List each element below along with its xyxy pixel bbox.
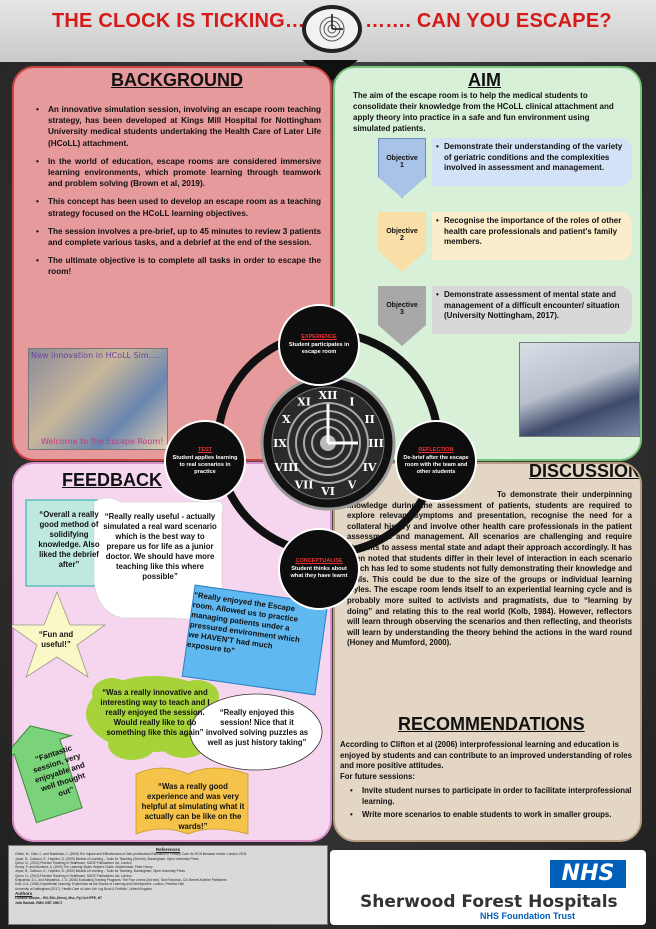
list-item: In the world of education, escape rooms … — [36, 156, 321, 190]
objective-label: Objective — [386, 155, 418, 162]
recommendations-intro-text: According to Clifton et al (2006) interp… — [340, 740, 632, 770]
node-label: TEST — [197, 446, 213, 453]
reference-item: Kirkpatrick, D.L. and Kirkpatrick, J. D.… — [15, 878, 227, 883]
clock-numeral: IV — [363, 461, 377, 474]
list-item: Write more scenarios to enable students … — [350, 810, 636, 821]
objective-label: Objective — [386, 228, 418, 235]
feedback-title: FEEDBACK — [62, 470, 163, 490]
feedback-quote: “Really enjoyed this session! Nice that … — [205, 708, 309, 747]
node-label: REFLECTION — [418, 446, 454, 453]
objective-text: Recognise the importance of the roles of… — [432, 212, 632, 260]
cycle-node-test: TEST Student applies learning to real sc… — [164, 420, 246, 502]
clock-numeral: XI — [297, 395, 311, 408]
reference-item: Clifton, M., Dale, C. and Bradshaw, C. (… — [15, 852, 247, 857]
reference-item: Quinn, N., (2010) Practice Teaching in H… — [15, 860, 132, 865]
objective-text: Demonstrate assessment of mental state a… — [432, 286, 632, 334]
clock-numeral: I — [349, 395, 354, 408]
reference-item: Kolb, D.A. (1984) Experiential Learning:… — [15, 882, 184, 887]
recommendations-intro: According to Clifton et al (2006) interp… — [340, 740, 636, 782]
background-title: BACKGROUND — [111, 70, 243, 90]
feedback-quote: “Fun and useful!” — [38, 630, 74, 649]
reference-item: Joyce, B., Calhoun, E., Hopkins, D. (200… — [15, 856, 199, 861]
escape-room-photo: New innovation in HCoLL Sim…. Welcome to… — [28, 348, 168, 450]
list-item: The session involves a pre-brief, up to … — [36, 226, 321, 248]
recommendations-sub: For future sessions: — [340, 771, 415, 781]
author-item: Lorraine Brooks – RN, BSc (Hons), Msc, P… — [15, 896, 102, 901]
clock-numeral: IX — [273, 437, 287, 450]
node-text: Student participates in escape room — [288, 342, 350, 355]
poster-title-right: ……. CAN YOU ESCAPE? — [365, 10, 612, 32]
cycle-node-experience: EXPERIENCE Student participates in escap… — [278, 304, 360, 386]
clock-numeral: II — [364, 413, 374, 426]
references-box: References Clifton, M., Dale, C. and Bra… — [8, 845, 328, 925]
quote-box-shape — [25, 499, 105, 587]
nhs-logo: NHS — [550, 860, 626, 888]
quote-box-shape — [181, 584, 329, 696]
node-text: Student thinks about what they have lear… — [290, 566, 348, 579]
clock-icon — [302, 5, 362, 53]
authors-title: Authors — [15, 890, 33, 896]
aim-title: AIM — [468, 70, 501, 90]
clock-numeral: VI — [320, 485, 335, 498]
star-shape — [12, 590, 107, 678]
discussion-text: To demonstrate their underpinning knowle… — [347, 490, 632, 648]
node-text: Student applies learning to real scenari… — [172, 454, 238, 475]
clock-numeral: XII — [319, 389, 338, 402]
photo-caption-top: New innovation in HCoLL Sim…. — [31, 351, 160, 360]
node-label: CONCEPTUALISE — [295, 558, 343, 564]
clock-numeral: VIII — [273, 461, 298, 474]
objective-number: 2 — [400, 235, 404, 242]
background-list: An innovative simulation session, involv… — [36, 104, 321, 285]
list-item: The ultimate objective is to complete al… — [36, 255, 321, 277]
author-item: Julie Baskall- RMN, DBT, MNCT — [15, 900, 63, 905]
reference-item: Joyce, B., Calhoun, E., Hopkins, D. (200… — [15, 869, 185, 874]
clock-numeral: III — [368, 437, 383, 450]
recommendations-list: Invite student nurses to participate in … — [350, 786, 636, 824]
organisation-trust: NHS Foundation Trust — [480, 911, 575, 921]
arrow-shape — [12, 725, 83, 824]
objective-number: 3 — [400, 309, 404, 316]
feedback-quote: “Really really useful - actually simulat… — [103, 512, 217, 581]
objective-text: Demonstrate their understanding of the v… — [432, 138, 632, 186]
recommendations-title: RECOMMENDATIONS — [398, 714, 585, 734]
list-item: This concept has been used to develop an… — [36, 196, 321, 218]
speech-bubble-shape — [189, 693, 323, 771]
poster-title-left: THE CLOCK IS TICKING…. — [52, 10, 311, 32]
objective-number: 1 — [400, 162, 404, 169]
photo-caption-bottom: Welcome to the Escape Room! — [41, 437, 164, 446]
cycle-node-conceptualise: CONCEPTUALISE Student thinks about what … — [278, 528, 360, 610]
clock-numeral: VII — [294, 479, 314, 492]
aim-text: The aim of the escape room is to help th… — [353, 91, 614, 133]
background-panel: BACKGROUND An innovative simulation sess… — [12, 66, 332, 461]
wave-shape — [135, 767, 249, 835]
discussion-title: DISCUSSION — [529, 462, 642, 481]
cycle-node-reflection: REFLECTION De-brief after the escape roo… — [395, 420, 477, 502]
feedback-quote: “Was a really good experience and was ve… — [141, 782, 245, 831]
feedback-shapes — [12, 497, 329, 835]
feedback-quote: “Overall a really good method of solidif… — [38, 510, 100, 569]
node-text: De-brief after the escape room with the … — [403, 454, 469, 475]
references-title: References — [155, 847, 181, 852]
node-label: EXPERIENCE — [301, 334, 337, 340]
reference-item: Quinn, N., (2010) Practice Teaching in H… — [15, 873, 132, 878]
discussion-panel: DISCUSSION To demonstrate their underpin… — [333, 462, 642, 842]
organisation-name: Sherwood Forest Hospitals — [360, 892, 618, 912]
reference-item: Honey, P. and Mumford, A. (2000) The Lea… — [15, 865, 153, 870]
clock-numeral: X — [282, 413, 291, 426]
clock-numeral: V — [347, 479, 357, 492]
list-item: An innovative simulation session, involv… — [36, 104, 321, 149]
objective-label: Objective — [386, 302, 418, 309]
students-photo — [519, 342, 640, 437]
feedback-quote: “Was a really innovative and interesting… — [100, 688, 210, 737]
reference-item: University of Nottingham (2017), 'Health… — [15, 886, 152, 891]
nhs-logo-box: NHS Sherwood Forest Hospitals NHS Founda… — [330, 850, 646, 925]
list-item: Invite student nurses to participate in … — [350, 786, 636, 807]
